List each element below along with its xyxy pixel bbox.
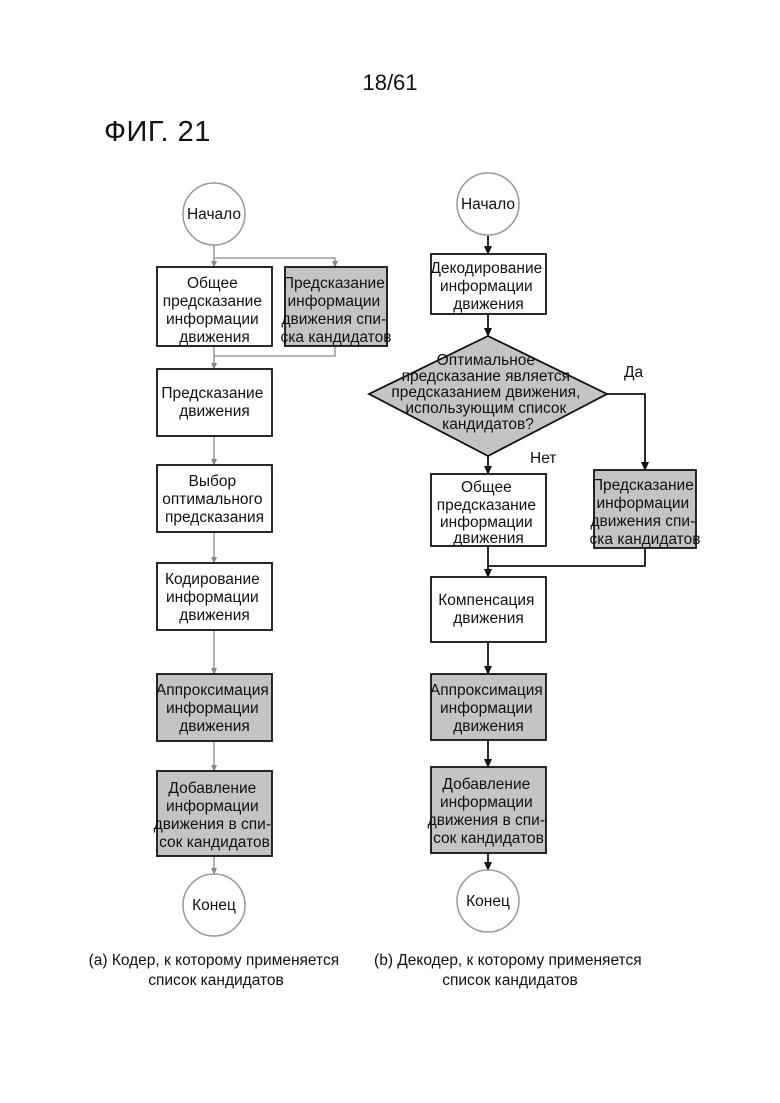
encoder-general-prediction-box: Общее предсказание информации движения xyxy=(157,267,272,346)
encoder-start-node: Начало xyxy=(183,183,245,245)
decoder-no-label: Нет xyxy=(530,450,556,467)
decoder-end-node: Конец xyxy=(457,870,519,932)
decoder-add-to-list-box: Добавление информации движения в спи- со… xyxy=(428,767,550,853)
encoder-encoding-line: Кодирование xyxy=(165,571,260,588)
decoder-compensation-line: движения xyxy=(453,610,524,627)
encoder-caption-line: (a) Кодер, к которому применяется xyxy=(89,952,340,969)
decoder-decision-line: предсказание является xyxy=(402,368,570,385)
encoder-approximation-line: движения xyxy=(179,718,250,735)
encoder-general-prediction-line: движения xyxy=(179,329,250,346)
decoder-compensation-line: Компенсация xyxy=(438,592,534,609)
encoder-candidate-prediction-line: Предсказание xyxy=(283,275,385,292)
decoder-decision-line: использующим список xyxy=(405,400,566,417)
encoder-candidate-prediction-box: Предсказание информации движения спи- ск… xyxy=(281,267,392,346)
decoder-start-label: Начало xyxy=(461,196,515,213)
encoder-optimal-selection-line: предсказания xyxy=(165,509,264,526)
decoder-decision-line: кандидатов? xyxy=(442,416,534,433)
encoder-add-to-list-line: сок кандидатов xyxy=(159,834,270,851)
encoder-optimal-selection-box: Выбор оптимального предсказания xyxy=(157,465,272,532)
encoder-add-to-list-box: Добавление информации движения в спи- со… xyxy=(154,771,276,856)
encoder-caption: (a) Кодер, к которому применяется список… xyxy=(89,952,344,989)
encoder-approximation-box: Аппроксимация информации движения xyxy=(156,674,273,741)
decoder-candidate-prediction-line: информации xyxy=(597,495,690,512)
decoder-general-prediction-line: движения xyxy=(453,530,524,547)
encoder-optimal-selection-line: Выбор xyxy=(189,473,237,490)
svg-text:Кодирование информации: Кодирование информации движения xyxy=(165,571,264,624)
decoder-caption: (b) Декодер, к которому применяется спис… xyxy=(374,952,646,989)
decoder-add-to-list-line: информации xyxy=(440,794,533,811)
encoder-candidate-prediction-line: ска кандидатов xyxy=(281,329,392,346)
encoder-start-label: Начало xyxy=(187,206,241,223)
decoder-decoding-line: Декодирование xyxy=(430,260,542,277)
decoder-candidate-prediction-line: ска кандидатов xyxy=(590,531,701,548)
svg-text:Добавление информации: Добавление информации движения в спи- со… xyxy=(154,780,276,851)
svg-text:Предсказание информации: Предсказание информации движения спи- ск… xyxy=(590,477,701,548)
encoder-add-to-list-line: движения в спи- xyxy=(154,816,271,833)
decoder-end-label: Конец xyxy=(466,893,510,910)
decoder-decision-line: Оптимальное xyxy=(437,352,535,369)
encoder-add-to-list-line: информации xyxy=(166,798,259,815)
encoder-motion-prediction-line: Предсказание xyxy=(161,385,263,402)
decoder-approximation-line: информации xyxy=(440,700,533,717)
decoder-general-prediction-line: Общее xyxy=(461,479,512,496)
decoder-caption-line: список кандидатов xyxy=(442,972,578,989)
decoder-approximation-line: движения xyxy=(453,718,524,735)
decoder-general-prediction-line: информации xyxy=(440,514,533,531)
decoder-caption-line: (b) Декодер, к которому применяется xyxy=(374,952,642,969)
decoder-decoding-box: Декодирование информации движения xyxy=(430,254,546,314)
encoder-candidate-prediction-line: информации xyxy=(288,293,381,310)
decoder-decoding-line: движения xyxy=(453,296,524,313)
decoder-candidate-prediction-line: Предсказание xyxy=(592,477,694,494)
encoder-encoding-line: информации xyxy=(166,589,259,606)
encoder-motion-prediction-box: Предсказание движения xyxy=(157,369,272,436)
encoder-optimal-selection-line: оптимального xyxy=(162,491,262,508)
encoder-general-prediction-line: предсказание xyxy=(163,293,262,310)
decoder-add-to-list-line: Добавление xyxy=(442,776,530,793)
svg-text:Добавление информации: Добавление информации движения в спи- со… xyxy=(428,776,550,847)
decoder-compensation-box: Компенсация движения xyxy=(431,577,546,642)
decoder-approximation-line: Аппроксимация xyxy=(430,682,543,699)
encoder-general-prediction-line: Общее xyxy=(187,275,238,292)
encoder-add-to-list-line: Добавление xyxy=(168,780,256,797)
encoder-motion-prediction-line: движения xyxy=(179,403,250,420)
decoder-decision-line: предсказанием движения, xyxy=(391,384,580,401)
encoder-encoding-line: движения xyxy=(179,607,250,624)
encoder-general-prediction-line: информации xyxy=(166,311,259,328)
encoder-approximation-line: информации xyxy=(166,700,259,717)
decoder-approximation-box: Аппроксимация информации движения xyxy=(430,674,547,740)
encoder-end-node: Конец xyxy=(183,874,245,936)
decoder-start-node: Начало xyxy=(457,173,519,235)
svg-text:Предсказание информации: Предсказание информации движения спи- ск… xyxy=(281,275,392,346)
decoder-general-prediction-box: Общее предсказание информации движения xyxy=(431,474,546,547)
encoder-end-label: Конец xyxy=(192,897,236,914)
decoder-yes-label: Да xyxy=(624,364,643,381)
decoder-general-prediction-line: предсказание xyxy=(437,497,536,514)
encoder-caption-line: список кандидатов xyxy=(148,972,284,989)
encoder-approximation-line: Аппроксимация xyxy=(156,682,269,699)
encoder-candidate-prediction-line: движения спи- xyxy=(281,311,386,328)
decoder-candidate-prediction-box: Предсказание информации движения спи- ск… xyxy=(590,470,701,548)
decoder-add-to-list-line: движения в спи- xyxy=(428,812,545,829)
svg-text:Компенсация движения: Компенсация движения xyxy=(438,592,539,627)
decoder-add-to-list-line: сок кандидатов xyxy=(433,830,544,847)
encoder-encoding-box: Кодирование информации движения xyxy=(157,563,272,630)
decoder-candidate-prediction-line: движения спи- xyxy=(590,513,695,530)
decoder-decision-diamond: Оптимальное предсказание является предск… xyxy=(369,336,607,456)
decoder-decoding-line: информации xyxy=(440,278,533,295)
